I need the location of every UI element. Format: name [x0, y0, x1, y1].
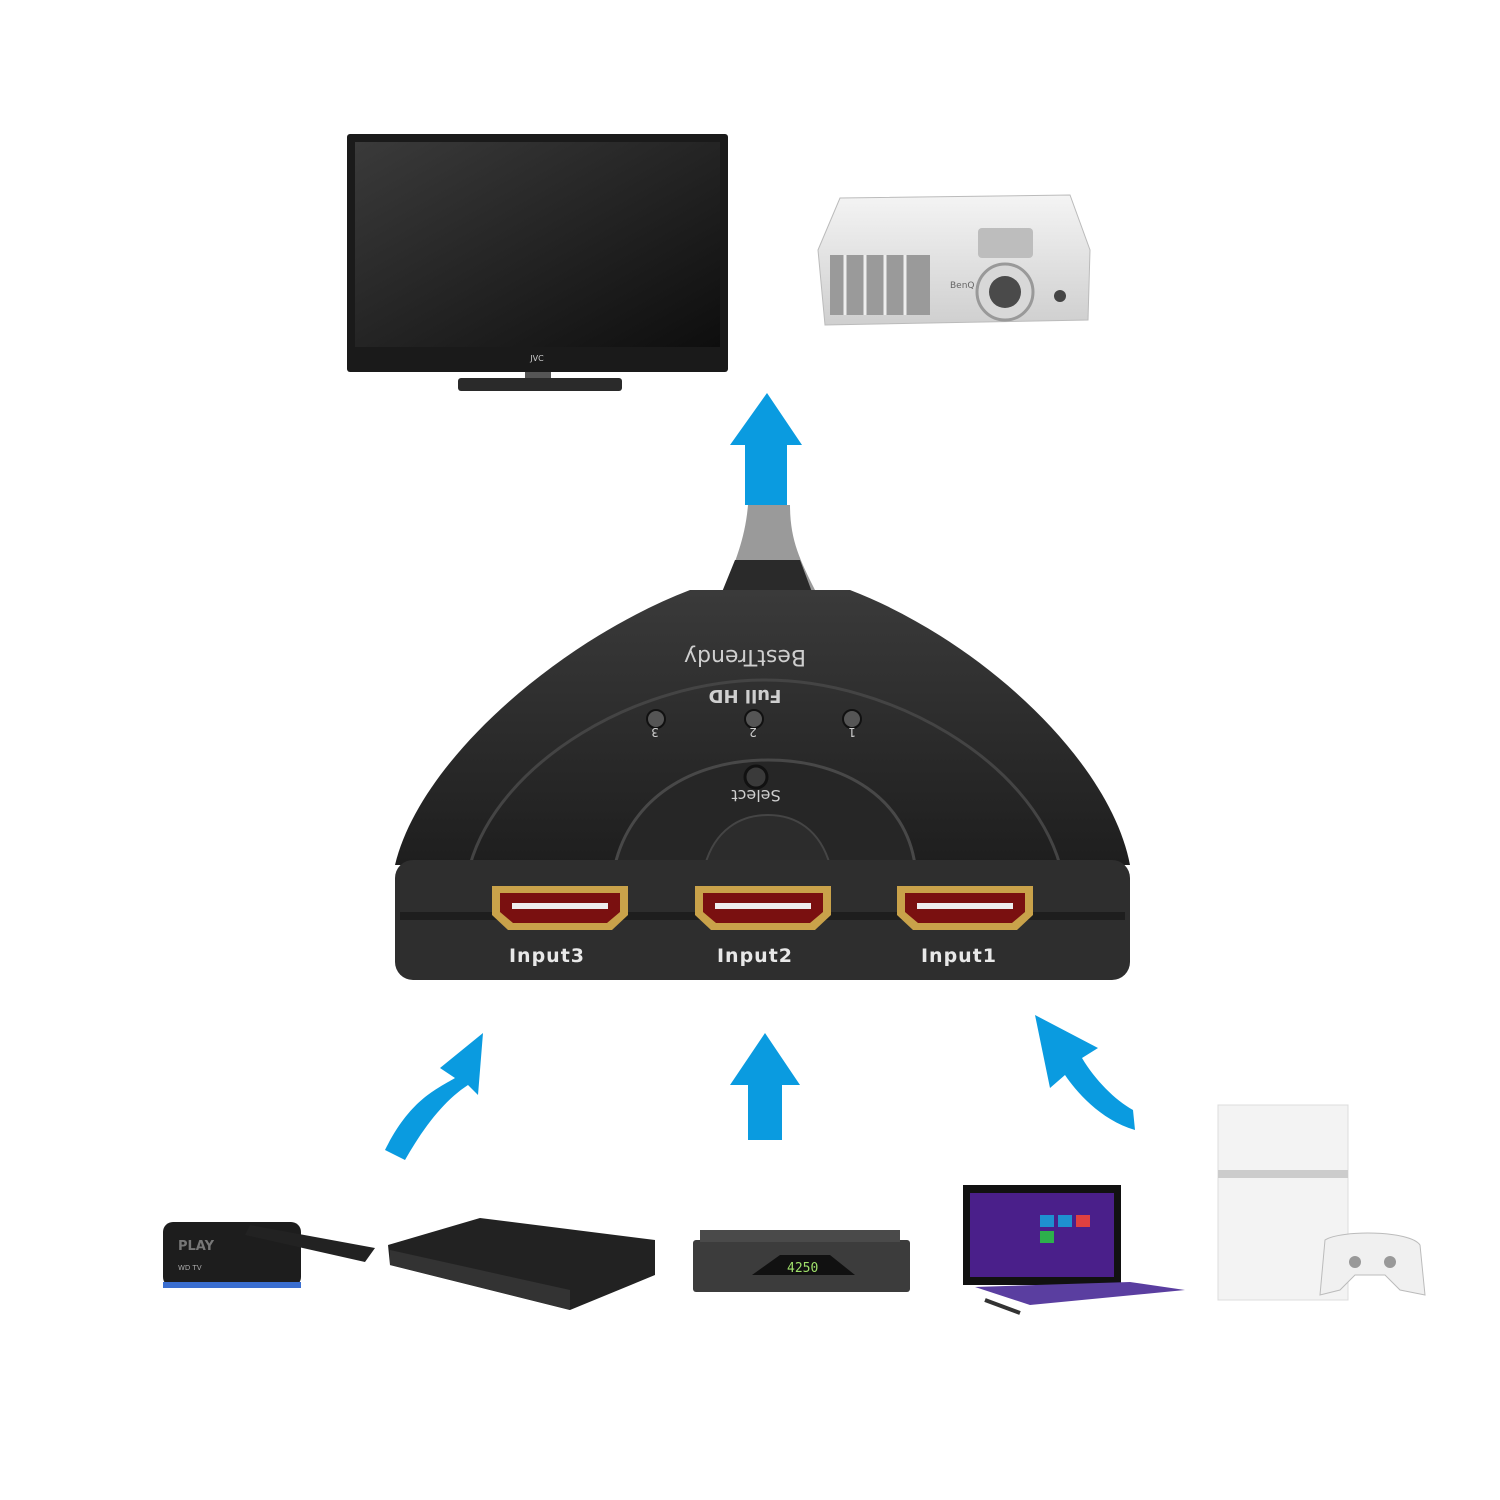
cable-box: 4250	[693, 1230, 910, 1292]
led-3: 3	[646, 709, 666, 739]
input-arrow-center	[730, 1033, 800, 1140]
hdmi-port-input3[interactable]	[492, 886, 628, 930]
svg-text:PLAY: PLAY	[178, 1239, 215, 1254]
svg-text:1: 1	[848, 725, 856, 739]
svg-text:2: 2	[749, 725, 757, 739]
svg-text:WD TV: WD TV	[178, 1264, 202, 1272]
projector: BenQ	[817, 194, 1091, 326]
input-arrow-right	[1035, 1015, 1135, 1130]
brand-label: BestTrendy	[684, 644, 806, 669]
hdmi-port-input2[interactable]	[695, 886, 831, 930]
hdmi-switch: BestTrendy Full HD 3 2 1 Select Input3 I…	[395, 590, 1130, 980]
game-console	[1217, 1104, 1426, 1301]
led-2: 2	[744, 709, 764, 739]
port-label-input2: Input2	[717, 945, 793, 967]
tv: JVC	[347, 134, 728, 391]
port-label-input3: Input3	[509, 945, 585, 967]
tablet	[963, 1185, 1185, 1315]
select-label: Select	[731, 786, 780, 805]
led-1: 1	[842, 709, 862, 739]
output-arrow	[730, 393, 802, 505]
port-label-input1: Input1	[921, 945, 997, 967]
media-player: PLAY WD TV	[163, 1222, 375, 1288]
hdmi-port-input1[interactable]	[897, 886, 1033, 930]
input-arrow-left	[385, 1033, 483, 1160]
cable-box-display: 4250	[787, 1261, 818, 1276]
svg-text:3: 3	[651, 725, 659, 739]
projector-brand: BenQ	[950, 281, 975, 291]
select-button[interactable]	[743, 764, 769, 790]
full-hd-label: Full HD	[709, 685, 782, 706]
tv-brand: JVC	[529, 354, 544, 363]
dvd-player	[388, 1218, 655, 1310]
